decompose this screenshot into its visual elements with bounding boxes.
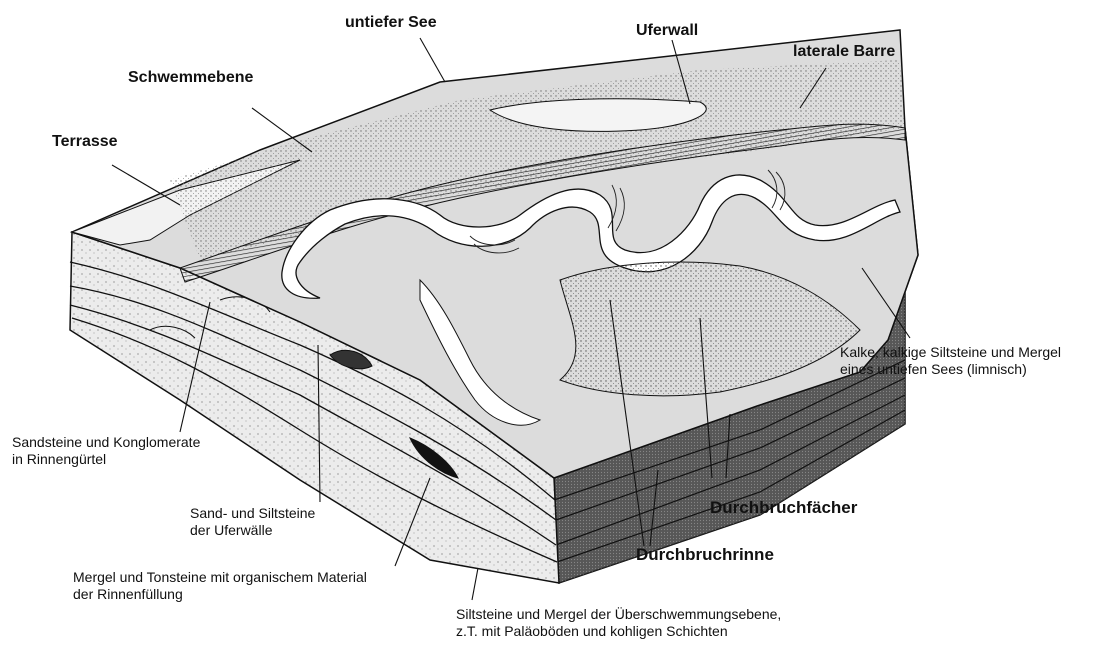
label-sandsteine-line2: in Rinnengürtel bbox=[12, 451, 200, 468]
label-sandsteine-line1: Sandsteine und Konglomerate bbox=[12, 434, 200, 451]
label-uferwall: Uferwall bbox=[636, 21, 698, 40]
label-sand-silt: Sand- und Siltsteine der Uferwälle bbox=[190, 505, 315, 539]
label-mergel-line1: Mergel und Tonsteine mit organischem Mat… bbox=[73, 569, 367, 586]
label-terrasse: Terrasse bbox=[52, 132, 118, 151]
label-kalke: Kalke, kalkige Siltsteine und Mergel ein… bbox=[840, 344, 1061, 378]
label-kalke-line2: eines untiefen Sees (limnisch) bbox=[840, 361, 1061, 378]
label-kalke-line1: Kalke, kalkige Siltsteine und Mergel bbox=[840, 344, 1061, 361]
label-siltsteine-line1: Siltsteine und Mergel der Überschwemmung… bbox=[456, 606, 781, 623]
label-durchbruchrinne: Durchbruchrinne bbox=[636, 545, 774, 565]
label-siltsteine-line2: z.T. mit Paläoböden und kohligen Schicht… bbox=[456, 623, 781, 640]
label-durchbruchfaecher: Durchbruchfächer bbox=[710, 498, 857, 518]
label-laterale-barre: laterale Barre bbox=[793, 42, 895, 61]
label-sand-silt-line1: Sand- und Siltsteine bbox=[190, 505, 315, 522]
label-siltsteine: Siltsteine und Mergel der Überschwemmung… bbox=[456, 606, 781, 640]
label-mergel: Mergel und Tonsteine mit organischem Mat… bbox=[73, 569, 367, 603]
label-schwemmebene: Schwemmebene bbox=[128, 68, 253, 87]
label-sand-silt-line2: der Uferwälle bbox=[190, 522, 315, 539]
label-sandsteine: Sandsteine und Konglomerate in Rinnengür… bbox=[12, 434, 200, 468]
label-mergel-line2: der Rinnenfüllung bbox=[73, 586, 367, 603]
label-untiefer-see: untiefer See bbox=[345, 13, 437, 32]
